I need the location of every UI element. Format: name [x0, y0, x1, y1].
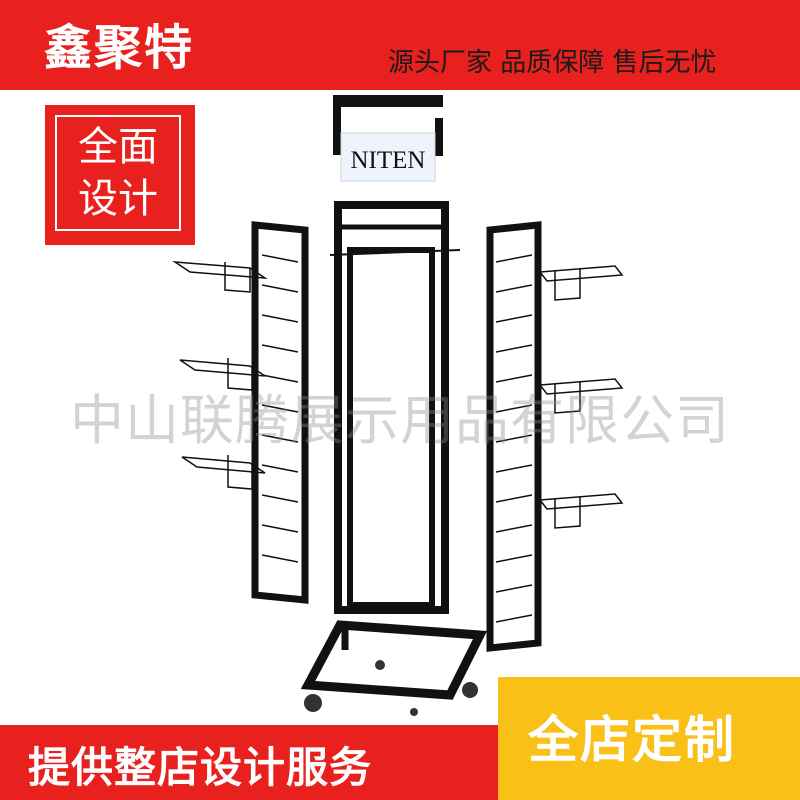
badge-line-2: 设计 [78, 176, 158, 222]
rack-casters [304, 660, 478, 716]
left-panel [172, 221, 309, 604]
design-badge: 全面 设计 [45, 105, 195, 245]
custom-badge [498, 677, 800, 800]
brand-slogan: 源头厂家 品质保障 售后无忧 [388, 48, 717, 78]
display-rack-image: NITEN [172, 95, 624, 716]
watermark-text: 中山联腾展示用品有限公司 [70, 389, 730, 452]
right-panel [486, 221, 624, 652]
brand-name: 鑫聚特 [44, 20, 195, 76]
rack-sign: NITEN [333, 95, 443, 182]
center-frame [329, 201, 461, 614]
custom-badge-text: 全店定制 [528, 711, 736, 769]
footer-service-text: 提供整店设计服务 [28, 743, 373, 792]
rack-base [300, 620, 488, 700]
badge-line-1: 全面 [78, 124, 158, 170]
sign-label: NITEN [351, 147, 426, 174]
header-banner [0, 0, 800, 90]
